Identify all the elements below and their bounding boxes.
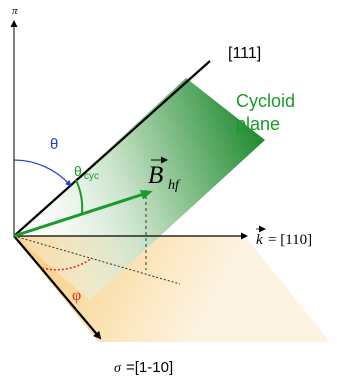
phi-label: φ xyxy=(72,287,81,304)
theta-arc xyxy=(13,159,72,187)
sigma-axis xyxy=(13,235,102,340)
cycloid-plane-label-line1: Cycloid xyxy=(236,91,295,111)
k-axis-label: k = [110] xyxy=(256,225,312,248)
k-vector-symbol: k xyxy=(256,232,263,248)
b-hf-symbol: B xyxy=(148,162,163,189)
vertical-axis-label: π xyxy=(12,5,18,17)
direction-111-line xyxy=(13,60,211,237)
theta-cyc-subscript: cyc xyxy=(84,171,99,182)
phi-arc xyxy=(41,257,93,271)
direction-111-label: [111] xyxy=(228,45,261,62)
b-hf-subscript: hf xyxy=(168,178,181,193)
sigma-axis-label: σ =[1-10] xyxy=(114,359,173,376)
b-hf-vector xyxy=(13,190,153,238)
cycloid-plane xyxy=(14,78,265,300)
sigma-symbol: σ xyxy=(114,361,122,376)
theta-label: θ xyxy=(50,136,58,153)
theta-cyc-arc xyxy=(75,179,84,215)
sigma-direction-label: =[1-10] xyxy=(126,359,173,376)
cycloid-plane-label-line2: plane xyxy=(236,114,280,134)
b-hf-label: B hf xyxy=(148,156,181,193)
k-direction-label: = [110] xyxy=(268,232,312,248)
theta-cyc-label: θ cyc xyxy=(74,163,99,182)
theta-cyc-symbol: θ xyxy=(74,163,82,179)
b-projection-line xyxy=(13,235,181,285)
